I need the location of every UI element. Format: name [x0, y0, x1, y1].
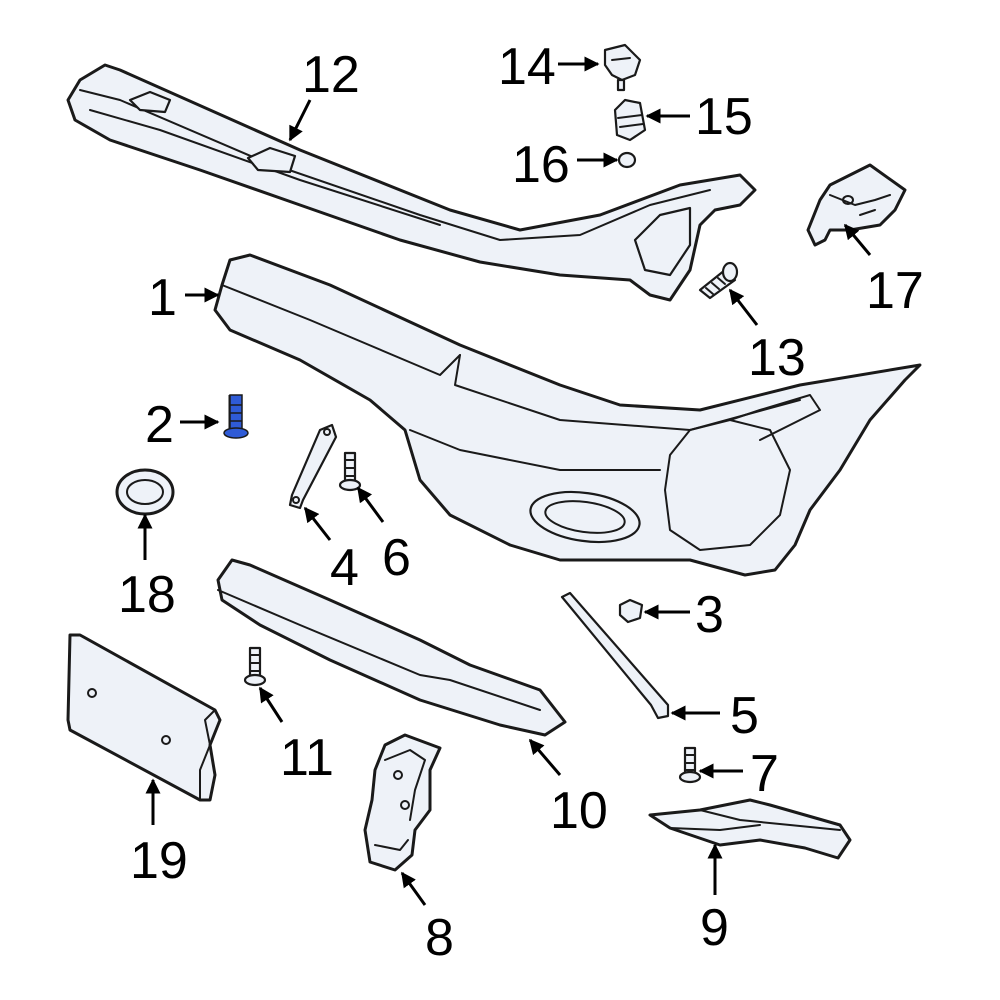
callout-5: 5: [730, 687, 759, 745]
part-16-push-pin[interactable]: [617, 151, 637, 169]
part-15-retainer[interactable]: [613, 98, 647, 142]
part-9-skid-bracket[interactable]: [648, 798, 852, 860]
leader-10: [528, 738, 562, 776]
leader-11: [258, 686, 284, 723]
leader-arrows: [137, 56, 872, 906]
callout-8: 8: [425, 909, 454, 967]
part-14-clip[interactable]: [603, 43, 642, 92]
callout-16: 16: [512, 136, 570, 194]
part-7-bolt[interactable]: [678, 746, 702, 784]
part-5-rod[interactable]: [560, 591, 670, 720]
part-13-bolt[interactable]: [698, 261, 739, 300]
part-18-cap-plug[interactable]: [115, 468, 175, 516]
callout-17: 17: [866, 262, 924, 320]
part-12-upper-reinforcement[interactable]: [66, 63, 757, 302]
callout-2: 2: [145, 396, 174, 454]
part-19-license-bracket[interactable]: [66, 633, 222, 802]
leader-4: [303, 506, 332, 541]
callout-10: 10: [550, 782, 608, 840]
callout-11: 11: [280, 729, 334, 787]
callout-19: 19: [130, 832, 188, 890]
callout-12: 12: [302, 46, 360, 104]
part-3-grommet[interactable]: [618, 598, 644, 624]
callout-1: 1: [148, 269, 177, 327]
leader-12: [288, 99, 312, 142]
part-11-bolt[interactable]: [243, 646, 267, 687]
part-6-bolt[interactable]: [338, 451, 362, 492]
leader-17: [843, 223, 872, 256]
part-2-bolt-highlighted[interactable]: [223, 394, 249, 439]
callout-14: 14: [498, 38, 556, 96]
callout-7: 7: [750, 745, 779, 803]
part-4-link[interactable]: [288, 423, 338, 510]
callout-15: 15: [695, 88, 753, 146]
part-8-side-bracket[interactable]: [363, 733, 442, 872]
callout-4: 4: [330, 539, 359, 597]
callout-9: 9: [700, 899, 729, 957]
part-1-bumper-cover[interactable]: [213, 253, 922, 577]
part-17-bracket[interactable]: [806, 163, 907, 247]
leader-13: [728, 288, 759, 326]
leader-8: [400, 871, 427, 906]
callout-6: 6: [382, 529, 411, 587]
callout-3: 3: [695, 586, 724, 644]
leader-6: [356, 486, 385, 523]
callout-labels: 1 2 3 4 5 6 7 8 9 10 11 12 13 14 15 16 1…: [118, 38, 924, 967]
callout-18: 18: [118, 566, 176, 624]
part-10-lower-deflector[interactable]: [216, 558, 567, 737]
callout-13: 13: [748, 329, 806, 387]
